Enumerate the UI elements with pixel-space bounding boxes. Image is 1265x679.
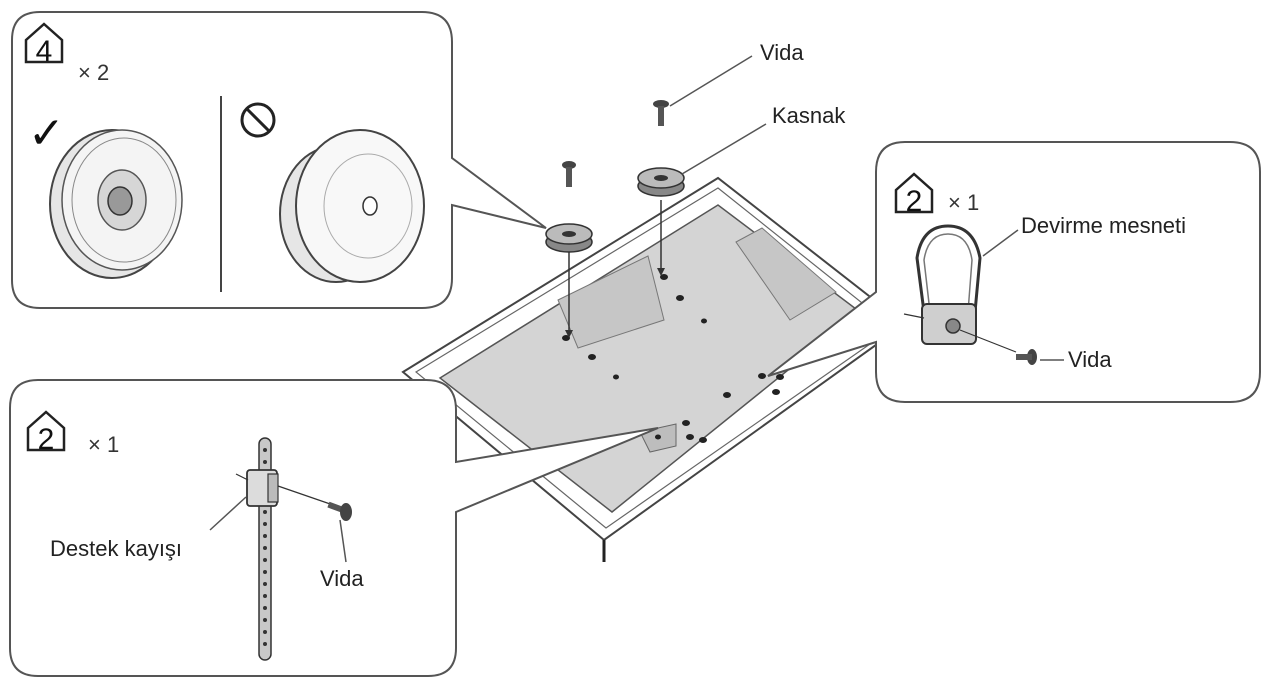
left-pulley-group <box>545 161 593 338</box>
screw-leader <box>339 519 347 563</box>
quantity-label: × 2 <box>78 60 109 85</box>
part-number-badge: 2 <box>894 172 934 218</box>
part-number-badge: 2 <box>26 410 66 456</box>
quantity-label: × 1 <box>88 432 119 457</box>
screw-leader <box>669 55 753 107</box>
tv-back-panel <box>401 176 912 562</box>
pulley-icon <box>545 223 593 253</box>
part-number-badge: 4 <box>24 22 64 68</box>
bottom-screw-label: Vida <box>320 566 364 591</box>
support-strap-icon <box>235 437 337 661</box>
tip-bracket-icon <box>903 224 1017 353</box>
screw-icon <box>653 100 669 126</box>
screw-icon <box>1016 349 1037 365</box>
support-strap-callout: 2 × 1 Destek kayışı Vida <box>9 379 659 677</box>
pulley-leader <box>681 123 767 175</box>
svg-text:4: 4 <box>36 35 53 68</box>
tv-pulley-label: Kasnak <box>772 103 846 128</box>
screw-icon <box>327 501 352 521</box>
screw-icon <box>562 161 576 187</box>
pulley-callout: 4 × 2 ✓ <box>11 11 547 309</box>
prohibited-icon <box>240 102 276 138</box>
right-screw-label: Vida <box>1068 347 1112 372</box>
bracket-leader <box>982 229 1019 257</box>
pulley-icon <box>637 167 685 197</box>
check-icon: ✓ <box>28 108 65 159</box>
quantity-label: × 1 <box>948 190 979 215</box>
support-strap-label: Destek kayışı <box>50 536 182 561</box>
tv-screw-label: Vida <box>760 40 804 65</box>
svg-text:2: 2 <box>38 423 55 456</box>
right-pulley-group <box>637 100 685 276</box>
strap-leader <box>209 496 247 531</box>
svg-text:2: 2 <box>906 185 923 218</box>
incorrect-pulley-icon <box>279 129 425 283</box>
tip-bracket-callout: 2 × 1 Devirme mesneti Vida <box>767 141 1261 403</box>
correct-pulley-icon <box>49 129 183 279</box>
tip-bracket-label: Devirme mesneti <box>1021 213 1186 238</box>
mounting-holes <box>562 274 784 443</box>
